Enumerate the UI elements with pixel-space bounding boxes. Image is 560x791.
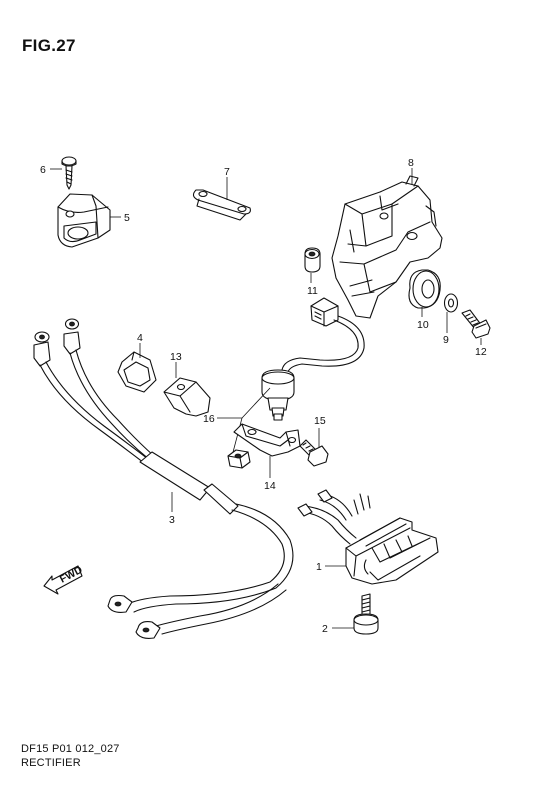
callout-14: 14 [264,480,276,492]
part-7-stay[interactable] [192,189,251,221]
callout-3: 3 [169,514,175,526]
part-13-cover[interactable] [163,377,211,417]
figure-title: FIG.27 [22,36,76,55]
callout-9: 9 [443,334,449,346]
part-5-cable-clamp[interactable] [57,193,111,248]
part-3-wire-harness[interactable] [33,318,294,639]
callout-8: 8 [408,157,414,169]
part-14-stay[interactable] [233,423,301,457]
callout-16: 16 [203,413,215,425]
callout-15: 15 [314,415,326,427]
figure-code: DF15 P01 012_027 [21,743,120,755]
part-11-collar[interactable] [304,247,321,273]
callout-12: 12 [475,346,487,358]
callout-4: 4 [137,332,143,344]
forward-arrow-icon: FWD [43,564,85,595]
callout-1: 1 [316,561,322,573]
callout-13: 13 [170,351,182,363]
part-16-switch-harness[interactable] [261,297,365,421]
part-6-screw[interactable] [61,156,77,190]
part-9-washer[interactable] [443,293,459,313]
part-2-bolt[interactable] [353,593,379,635]
part-1-rectifier[interactable] [297,489,439,585]
part-4-rubber-cap[interactable] [117,351,157,393]
part-12-bolt[interactable] [461,309,491,339]
callout-11: 11 [307,285,318,297]
callout-5: 5 [124,212,130,224]
callout-2: 2 [322,623,328,635]
part-10-grommet[interactable] [408,269,441,309]
figure-name: RECTIFIER [21,757,81,769]
callout-6: 6 [40,164,46,176]
part-15-bolt[interactable] [299,439,329,467]
part-8-bracket[interactable] [331,175,443,319]
callout-7: 7 [224,166,230,178]
part-16-nut[interactable] [227,449,251,469]
callout-10: 10 [417,319,429,331]
